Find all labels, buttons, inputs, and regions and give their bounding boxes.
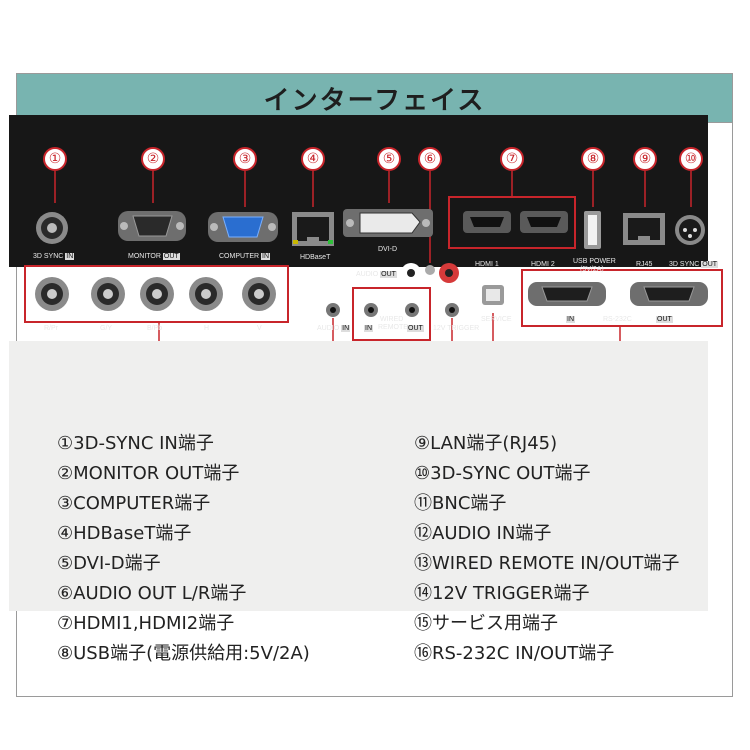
label-hdbaset: HDBaseT xyxy=(300,254,331,261)
label-remote-in: IN xyxy=(364,325,373,332)
callout-8: ⑧ xyxy=(581,147,605,171)
legend-item: ⑥AUDIO OUT L/R端子 xyxy=(57,583,247,604)
dvid-connector xyxy=(343,209,433,237)
callout-5: ⑤ xyxy=(377,147,401,171)
label-rj45: RJ45 xyxy=(636,261,653,268)
audio-out-connectors xyxy=(401,263,459,283)
header-bar: インターフェイス xyxy=(17,74,732,123)
label-trigger: 12V TRIGGER xyxy=(433,325,480,332)
label-monitor: MONITOR OUT xyxy=(128,253,180,260)
label-wired: WIRED xyxy=(380,316,404,323)
legend-item: ⑦HDMI1,HDMI2端子 xyxy=(57,613,235,634)
legend-item: ⑯RS-232C IN/OUT端子 xyxy=(414,643,615,664)
bnc-connectors xyxy=(35,277,276,311)
label-remote-out: OUT xyxy=(407,325,424,332)
legend-item: ⑫AUDIO IN端子 xyxy=(414,523,552,544)
rj45-connector xyxy=(623,213,665,245)
mini-jack-connectors xyxy=(326,303,459,317)
legend-item: ⑮サービス用端子 xyxy=(414,613,558,634)
callout-9: ⑨ xyxy=(633,147,657,171)
rs232c-connectors xyxy=(528,282,708,306)
label-bnc-g: G/Y xyxy=(100,325,113,332)
callout-4: ④ xyxy=(301,147,325,171)
legend-item: ⑬WIRED REMOTE IN/OUT端子 xyxy=(414,553,680,574)
label-audio-out: AUDIO OUT xyxy=(356,271,397,278)
label-service: SERVICE xyxy=(481,316,512,323)
service-connector xyxy=(482,285,504,305)
bnc-group-highlight xyxy=(24,265,289,323)
legend-item: ⑪BNC端子 xyxy=(414,493,507,514)
label-sync-in: 3D SYNC IN xyxy=(33,253,75,260)
hdbaset-connector xyxy=(292,212,334,246)
label-hdmi2: HDMI 2 xyxy=(531,261,555,268)
callout-1: ① xyxy=(43,147,67,171)
monitor-out-connector xyxy=(118,211,186,241)
legend-item: ④HDBaseT端子 xyxy=(57,523,192,544)
sync-out-connector xyxy=(675,215,705,245)
label-usb-power: USB POWER xyxy=(573,258,616,265)
label-bnc-r: R/Pr xyxy=(44,325,58,332)
page-title: インターフェイス xyxy=(263,85,486,116)
label-hdmi1: HDMI 1 xyxy=(475,261,499,268)
hdmi-group-highlight xyxy=(448,196,576,249)
label-audio-in: AUDIO IN xyxy=(317,325,351,332)
legend-item: ⑤DVI-D端子 xyxy=(57,553,161,574)
legend-item: ⑭12V TRIGGER端子 xyxy=(414,583,590,604)
label-rs232c: RS-232C xyxy=(603,316,632,323)
callout-10: ⑩ xyxy=(679,147,703,171)
callout-2: ② xyxy=(141,147,165,171)
callout-6: ⑥ xyxy=(418,147,442,171)
label-rs232c-in: IN xyxy=(566,316,575,323)
legend-item: ⑨LAN端子(RJ45) xyxy=(414,433,558,454)
usb-power-connector xyxy=(584,211,601,249)
wired-remote-highlight xyxy=(352,287,431,341)
label-sync-out: 3D SYNC OUT xyxy=(669,261,719,268)
rs232c-group-highlight xyxy=(521,269,723,327)
legend-item: ②MONITOR OUT端子 xyxy=(57,463,240,484)
sync-in-connector xyxy=(36,212,68,244)
hdmi-connectors xyxy=(463,211,568,233)
label-remote: REMOTE xyxy=(378,324,408,331)
label-usb-spec: (5V/2A) xyxy=(580,266,604,273)
callout-7: ⑦ xyxy=(500,147,524,171)
computer-connector xyxy=(208,212,278,242)
label-bnc-v: V xyxy=(257,325,262,332)
label-dvid: DVI-D xyxy=(378,246,398,253)
label-bnc-b: B/Pb xyxy=(147,325,163,332)
legend-item: ⑧USB端子(電源供給用:5V/2A) xyxy=(57,643,310,664)
legend-item: ①3D-SYNC IN端子 xyxy=(57,433,214,454)
port-legend xyxy=(9,341,708,611)
label-rs232c-out: OUT xyxy=(656,316,673,323)
callout-3: ③ xyxy=(233,147,257,171)
legend-item: ⑩3D-SYNC OUT端子 xyxy=(414,463,591,484)
legend-item: ③COMPUTER端子 xyxy=(57,493,211,514)
label-computer: COMPUTER IN xyxy=(219,253,271,260)
label-bnc-h: H xyxy=(204,325,210,332)
